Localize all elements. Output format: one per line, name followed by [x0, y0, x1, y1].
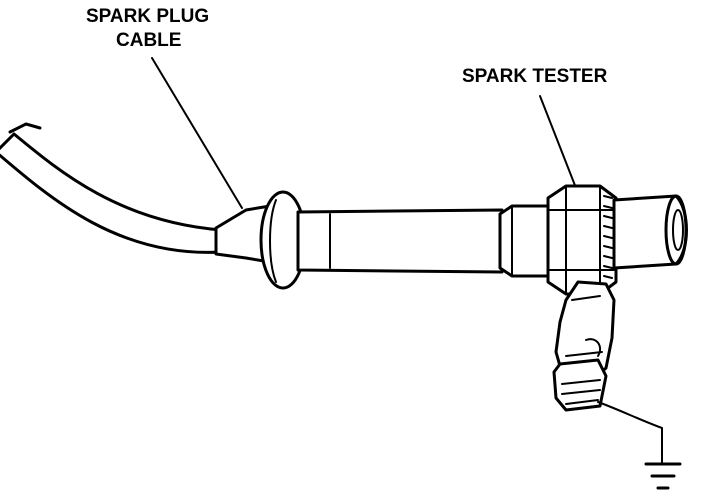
label-spark-tester: SPARK TESTER: [462, 66, 608, 87]
ground-symbol-icon: [644, 462, 682, 490]
tester-neck: [498, 204, 554, 278]
spark-plug-cable: [0, 122, 272, 264]
tester-nut: [546, 184, 618, 296]
ground-wire: [597, 401, 663, 463]
label-spark-plug-cable-line1: SPARK PLUG: [86, 6, 209, 27]
leader-line-spark-plug-cable: [151, 57, 243, 209]
leader-line-spark-tester: [539, 95, 577, 189]
alligator-clip: [552, 280, 616, 412]
tester-end-cap: [612, 194, 688, 270]
tester-barrel: [296, 208, 504, 274]
label-spark-plug-cable-line2: CABLE: [116, 30, 181, 51]
